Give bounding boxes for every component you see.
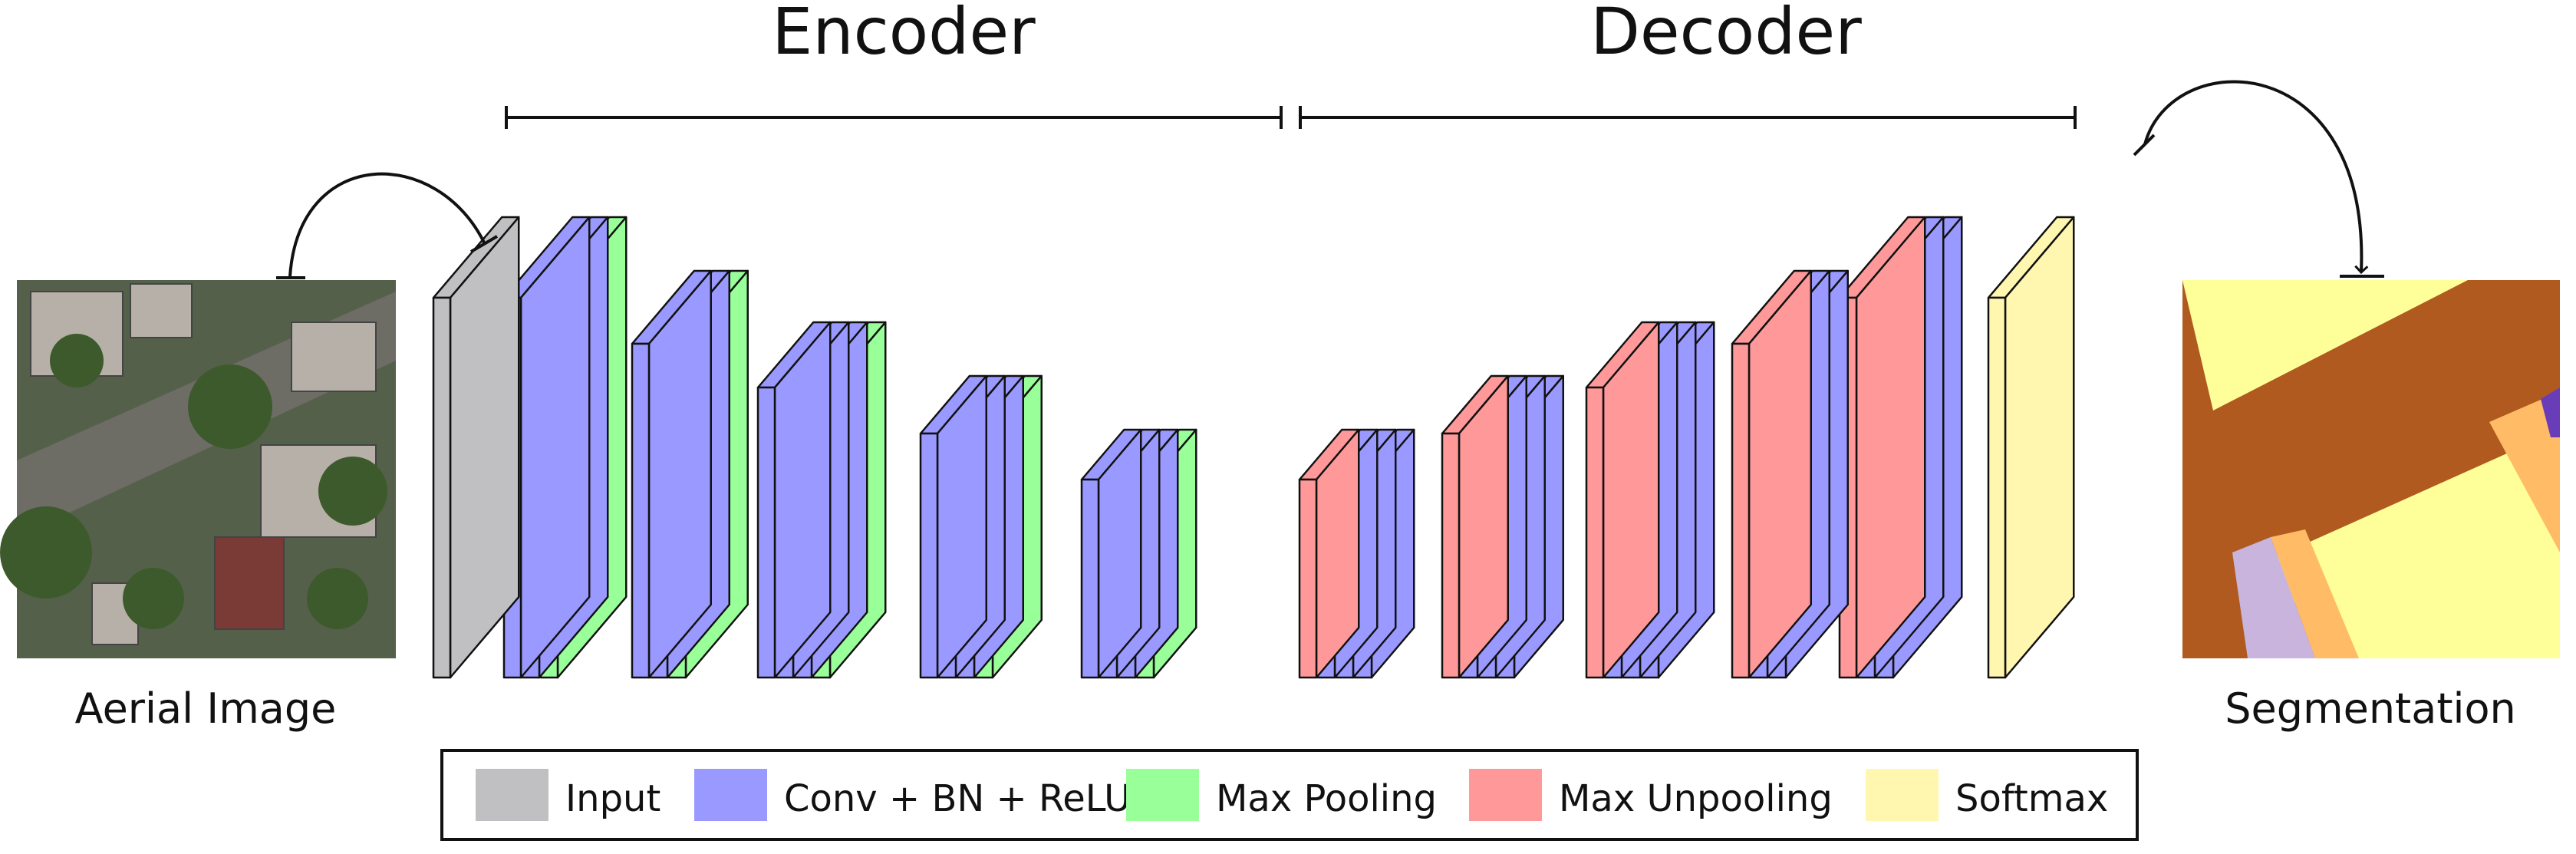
legend-label: Conv + BN + ReLU [784, 777, 1131, 820]
legend-item-softmax: Softmax [1866, 769, 2108, 821]
encoder-stage-3-conv-layer-1 [631, 269, 712, 679]
aerial-tree [123, 568, 184, 629]
aerial-tree [0, 506, 92, 598]
seg-region [2271, 529, 2359, 658]
seg-region [2232, 537, 2315, 658]
legend-label: Input [565, 777, 660, 820]
legend-swatch [1469, 769, 1542, 821]
legend-item-unpool: Max Unpooling [1469, 769, 1833, 821]
seg-region [2541, 387, 2560, 437]
output-arrow [2143, 80, 2369, 275]
decoder-stage-3-unpool-layer-1 [1585, 321, 1660, 679]
decoder-title: Decoder [1590, 0, 1862, 69]
aerial-building [214, 536, 285, 630]
input-arrow [288, 172, 486, 277]
legend-swatch [1126, 769, 1199, 821]
seg-region [2182, 280, 2468, 411]
decoder-stage-5-unpool-layer-1 [1838, 216, 1926, 679]
decoder-stage-2-unpool-layer-1 [1441, 374, 1509, 679]
legend-item-conv: Conv + BN + ReLU [694, 769, 1131, 821]
aerial-tree [188, 364, 272, 449]
aerial-tree [50, 334, 104, 387]
aerial-building [291, 321, 377, 392]
legend-label: Max Unpooling [1559, 777, 1833, 820]
network-layers [432, 216, 2075, 679]
legend-swatch [1866, 769, 1939, 821]
aerial-tree [307, 568, 368, 629]
legend-label: Max Pooling [1216, 777, 1437, 820]
encoder-stage-4-conv-layer-1 [756, 321, 832, 679]
encoder-stage-6-conv-layer-1 [1080, 428, 1142, 679]
aerial-image [0, 280, 396, 658]
legend-item-pool: Max Pooling [1126, 769, 1437, 821]
legend-item-input: Input [476, 769, 660, 821]
aerial-building [130, 283, 193, 338]
decoder-stage-1-unpool-layer-1 [1298, 428, 1360, 679]
encoder-stage-5-conv-layer-1 [919, 374, 987, 679]
segmentation-caption: Segmentation [2225, 684, 2516, 733]
encoder-stage-1-input-layer-1 [432, 216, 520, 679]
legend-label: Softmax [1955, 777, 2108, 820]
segmentation-map [2182, 280, 2560, 658]
aerial-tree [318, 457, 387, 526]
encoder-bracket [505, 106, 1283, 129]
aerial-image-caption: Aerial Image [75, 684, 337, 733]
encoder-title: Encoder [772, 0, 1036, 69]
input-arrow-head [469, 235, 499, 253]
decoder-stage-4-unpool-layer-1 [1731, 269, 1812, 679]
legend: Input Conv + BN + ReLU Max Pooling Max Unpo… [440, 749, 2139, 841]
decoder-stage-6-softmax-layer-1 [1987, 216, 2075, 679]
legend-swatch [694, 769, 767, 821]
decoder-bracket [1299, 106, 2077, 129]
legend-swatch [476, 769, 548, 821]
output-arrow-tail [2133, 134, 2156, 157]
seg-region [2489, 391, 2560, 552]
